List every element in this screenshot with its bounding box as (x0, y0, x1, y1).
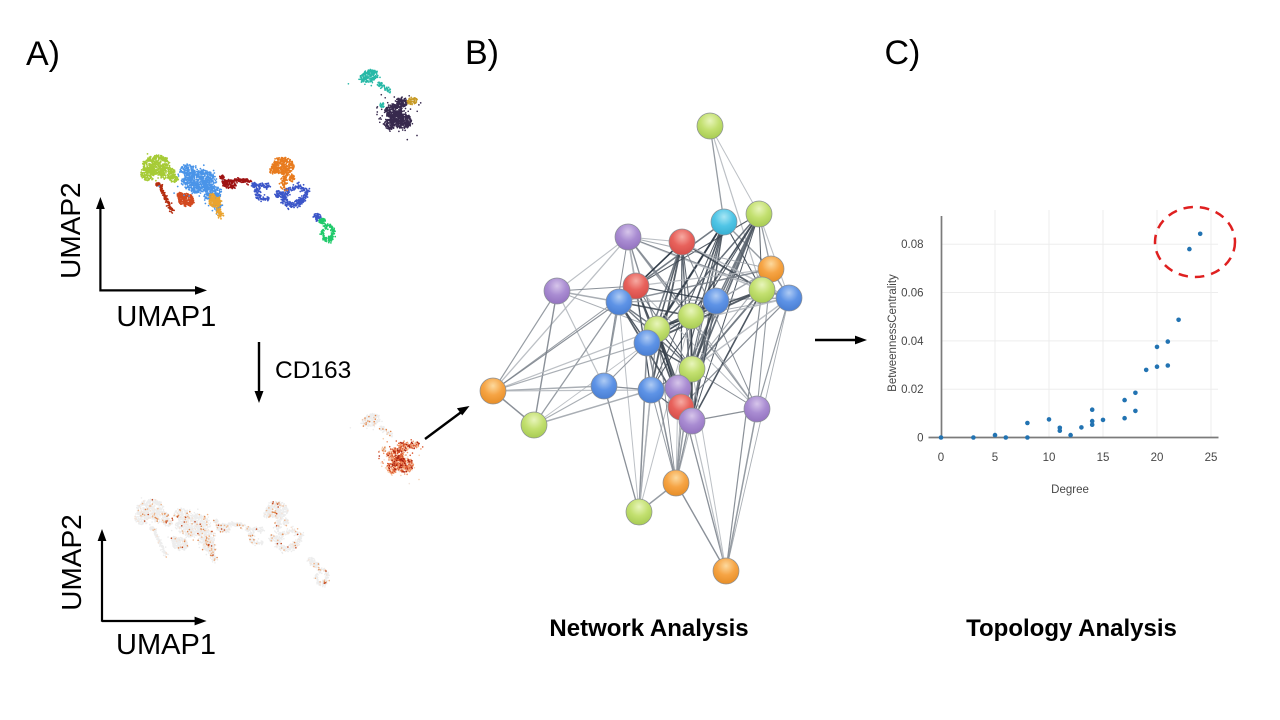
svg-text:10: 10 (1043, 452, 1056, 464)
svg-text:15: 15 (1097, 452, 1110, 464)
svg-text:0.02: 0.02 (901, 384, 923, 396)
svg-text:BetweennessCentrality: BetweennessCentrality (887, 274, 899, 392)
svg-text:UMAP2: UMAP2 (56, 514, 87, 610)
svg-text:0: 0 (938, 452, 944, 464)
svg-text:UMAP1: UMAP1 (116, 629, 216, 661)
svg-text:A): A) (26, 35, 60, 73)
svg-text:5: 5 (992, 452, 998, 464)
svg-text:0.08: 0.08 (901, 239, 923, 251)
svg-text:B): B) (465, 34, 499, 72)
svg-text:25: 25 (1205, 452, 1218, 464)
svg-text:0.06: 0.06 (901, 288, 923, 300)
svg-text:UMAP2: UMAP2 (55, 182, 86, 278)
svg-text:Degree: Degree (1051, 484, 1089, 496)
svg-text:20: 20 (1151, 452, 1164, 464)
svg-text:0.04: 0.04 (901, 336, 924, 348)
svg-text:Topology Analysis: Topology Analysis (966, 615, 1177, 642)
svg-text:CD163: CD163 (275, 357, 351, 384)
svg-text:C): C) (885, 34, 921, 72)
svg-text:UMAP1: UMAP1 (116, 301, 216, 333)
svg-text:0: 0 (917, 433, 923, 445)
svg-text:Network Analysis: Network Analysis (549, 615, 748, 642)
